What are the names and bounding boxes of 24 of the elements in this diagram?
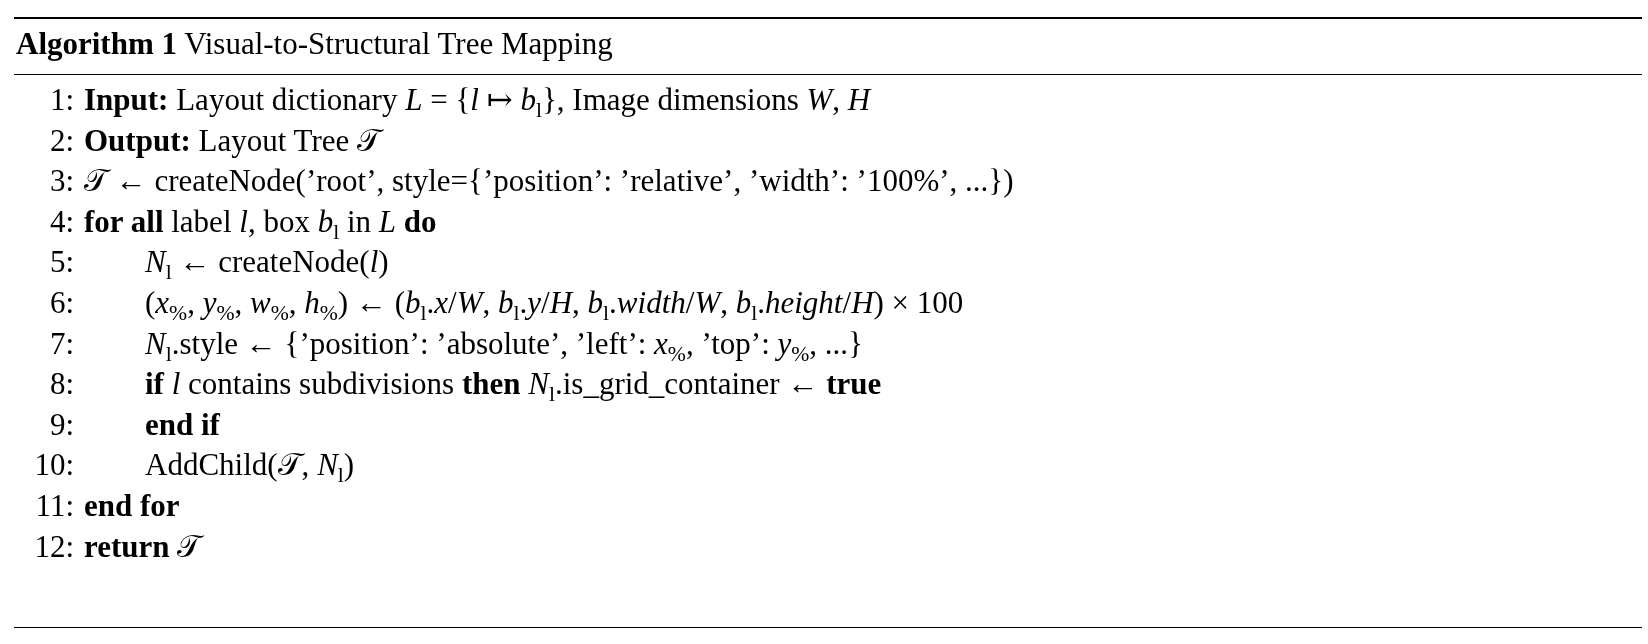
pseudocode-line: if l contains subdivisions then N$_{l}$.is_grid_container ← true	[145, 366, 882, 409]
pseudocode-line: 𝒯 ← createNode(’root’, style={’position’: ’relative’, ’width’: ’100%’, ...})	[84, 163, 1014, 200]
line-number: 1:	[48, 82, 74, 118]
line-number: 12:	[33, 528, 74, 565]
pseudocode-line: (x$_{%}$, y$_{%}$, w$_{%}$, h$_{%}$) ← (b$_{l}$.x/W, b$_{l}$.y/H, b$_{l}$.width/W, b$_{l}$.height/H) × 100	[145, 285, 964, 328]
line-number: 11:	[34, 488, 74, 524]
pseudocode-line: end if	[145, 406, 220, 443]
pseudocode-line: Input: Layout dictionary L = {l ↦ b$_{l}$}, Image dimensions W, H	[84, 82, 871, 125]
pseudocode-line: return 𝒯	[84, 528, 202, 565]
line-number: 5:	[48, 244, 74, 281]
pseudocode-line: end for	[84, 488, 180, 524]
algorithm-title: Algorithm 1 Visual-to-Structural Tree Mapping	[16, 26, 613, 62]
pseudocode-line: AddChild(𝒯, N$_{l}$)	[145, 447, 355, 490]
pseudocode-line: for all label l, box b$_{l}$ in L do	[84, 203, 437, 246]
pseudocode-line: N$_{l}$.style ← {’position’: ’absolute’, ’left’: x$_{%}$, ’top’: y$_{%}$, ...}	[145, 325, 863, 368]
pseudocode-line: N$_{l}$ ← createNode(l)	[145, 244, 389, 287]
line-number: 10:	[33, 447, 74, 484]
line-number: 3:	[48, 163, 74, 200]
line-number: 9:	[48, 406, 74, 443]
line-number: 4:	[48, 203, 74, 240]
line-number: 8:	[48, 366, 74, 403]
line-number: 7:	[48, 325, 74, 362]
line-number: 6:	[48, 285, 74, 321]
line-number: 2:	[48, 122, 74, 159]
